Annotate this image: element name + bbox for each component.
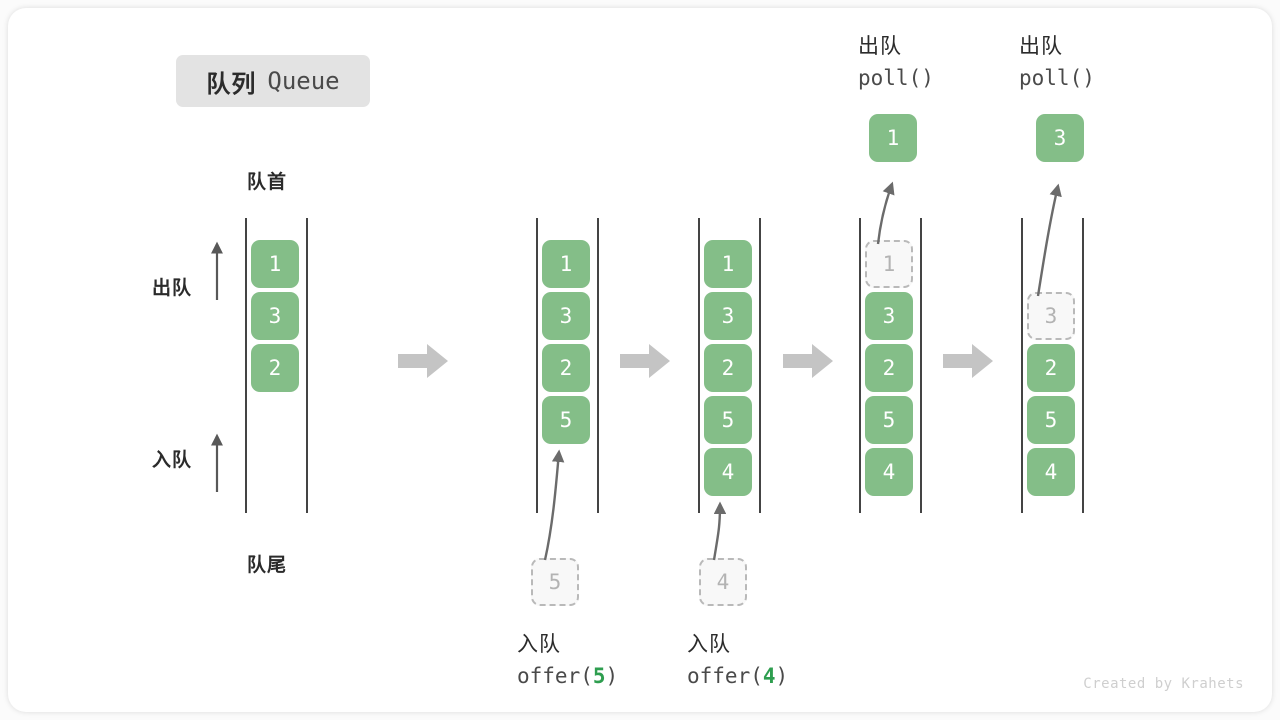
queue-item: 2 [251,344,299,392]
queue-item: 3 [865,292,913,340]
caption-code-step-5: poll() [1019,66,1095,90]
diagram-card: 队列 Queue 队首 队尾 出队 入队 1 3 2 1 3 2 5 5 [8,8,1272,712]
queue-item: 2 [1027,344,1075,392]
title-chinese: 队列 [206,70,257,98]
flow-arrow-3-4 [783,344,833,378]
poll-1-arrow [876,181,895,245]
rail-left-step-3 [698,218,700,513]
flow-arrow-1-2 [398,344,448,378]
caption-code-arg: 4 [762,664,776,688]
rail-left-step-1 [245,218,247,513]
label-enqueue-direction: 入队 [152,450,193,471]
rail-right-step-1 [306,218,308,513]
caption-code-step-4: poll() [858,66,934,90]
rail-right-step-4 [920,218,922,513]
poll-3-arrow [1036,183,1062,297]
caption-code-close: ) [605,664,619,688]
caption-code-text: poll() [858,66,934,90]
queue-item: 5 [865,396,913,444]
queue-item: 5 [1027,396,1075,444]
queue-item-removed: 1 [865,240,913,288]
flow-arrow-4-5 [943,344,993,378]
caption-cn-step-3: 入队 [687,633,731,656]
caption-cn-step-4: 出队 [858,35,902,58]
incoming-element: 5 [531,558,579,606]
queue-item: 3 [251,292,299,340]
queue-item-removed: 3 [1027,292,1075,340]
queue-item: 2 [865,344,913,392]
popped-element: 3 [1036,114,1084,162]
caption-code-text: offer( [687,664,763,688]
queue-item: 1 [704,240,752,288]
queue-item: 3 [542,292,590,340]
queue-item: 3 [704,292,752,340]
queue-item: 2 [704,344,752,392]
credit-text: Created by Krahets [1083,676,1244,692]
caption-code-close: ) [775,664,789,688]
queue-item: 5 [542,396,590,444]
title-english: Queue [267,67,340,95]
rail-left-step-2 [536,218,538,513]
label-queue-head: 队首 [247,172,288,193]
incoming-element: 4 [699,558,747,606]
rail-right-step-3 [759,218,761,513]
queue-item: 4 [1027,448,1075,496]
label-queue-tail: 队尾 [247,555,288,576]
caption-cn-step-2: 入队 [517,633,561,656]
queue-item: 4 [704,448,752,496]
rail-left-step-4 [859,218,861,513]
caption-code-arg: 5 [592,664,606,688]
queue-item: 2 [542,344,590,392]
popped-element: 1 [869,114,917,162]
label-dequeue-direction: 出队 [152,278,193,299]
caption-cn-step-5: 出队 [1019,35,1063,58]
caption-code-step-3: offer(4) [687,664,788,688]
offer-4-arrow [712,501,727,561]
offer-5-arrow [543,449,565,561]
queue-item: 4 [865,448,913,496]
caption-code-text: offer( [517,664,593,688]
queue-item: 1 [251,240,299,288]
caption-code-text: poll() [1019,66,1095,90]
rail-right-step-2 [597,218,599,513]
queue-item: 1 [542,240,590,288]
caption-code-step-2: offer(5) [517,664,618,688]
rail-left-step-5 [1021,218,1023,513]
flow-arrow-2-3 [620,344,670,378]
title-badge: 队列 Queue [176,55,370,107]
rail-right-step-5 [1082,218,1084,513]
queue-item: 5 [704,396,752,444]
